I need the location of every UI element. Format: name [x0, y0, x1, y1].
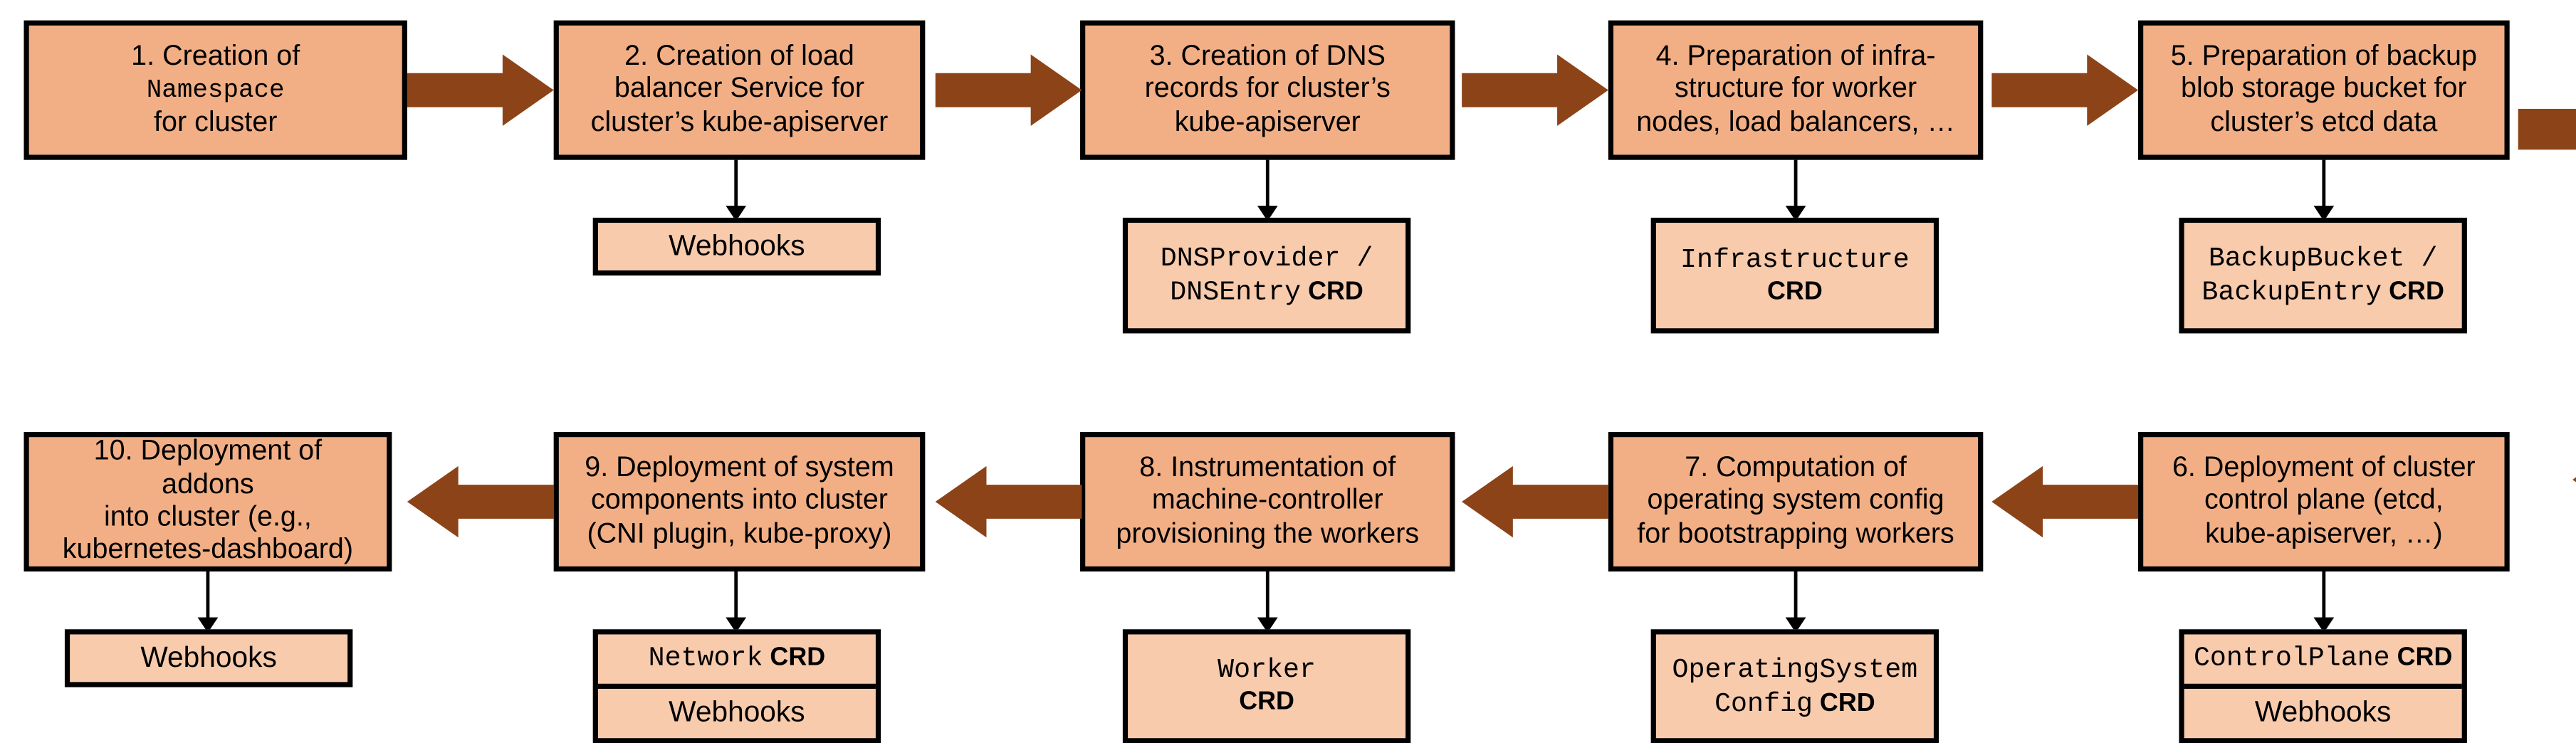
step-2-text: 2. Creation of load balancer Service for… — [590, 40, 889, 137]
connector-line-step-9 — [734, 571, 738, 628]
resource-box-backupbucket-crd[interactable]: BackupBucket / BackupEntry CRD — [2179, 217, 2467, 334]
resource-segment-worker: Worker CRD — [1218, 655, 1316, 717]
connector-line-step-6 — [2322, 571, 2326, 628]
flow-arrow-2-to-3-icon — [935, 54, 1082, 126]
connector-line-step-2 — [734, 159, 738, 216]
resource-box-worker-crd[interactable]: Worker CRD — [1122, 629, 1411, 743]
connector-arrowhead-step-4 — [1785, 206, 1806, 221]
connector-line-step-3 — [1265, 159, 1269, 216]
step-box-3[interactable]: 3. Creation of DNS records for cluster’s… — [1080, 20, 1455, 160]
connector-line-step-5 — [2322, 159, 2326, 216]
resource-segment-osc: OperatingSystem Config CRD — [1672, 653, 1918, 719]
step-8-text: 8. Instrumentation of machine-controller… — [1116, 452, 1420, 549]
flow-arrow-7-to-8-icon — [1462, 465, 1608, 538]
resource-segment-controlplane-webhooks: Webhooks — [2184, 683, 2462, 739]
resource-box-webhooks-step-10[interactable]: Webhooks — [64, 629, 353, 687]
connector-line-step-8 — [1265, 571, 1269, 628]
resource-segment-network-crd: Network CRD — [648, 643, 826, 675]
connector-arrowhead-step-7 — [1785, 617, 1806, 633]
resource-box-controlplane-crd[interactable]: ControlPlane CRD Webhooks — [2179, 629, 2467, 743]
resource-segment-backup: BackupBucket / BackupEntry CRD — [2201, 243, 2444, 308]
step-box-2[interactable]: 2. Creation of load balancer Service for… — [553, 20, 926, 160]
step-7-text: 7. Computation of operating system confi… — [1637, 452, 1954, 549]
step-4-text: 4. Preparation of infra- structure for w… — [1636, 40, 1955, 137]
step-3-text: 3. Creation of DNS records for cluster’s… — [1144, 40, 1391, 137]
step-9-text: 9. Deployment of system components into … — [585, 452, 894, 549]
resource-box-infrastructure-crd[interactable]: Infrastructure CRD — [1650, 217, 1939, 334]
connector-line-step-7 — [1794, 571, 1798, 628]
flow-arrow-1-to-2-icon — [407, 54, 554, 126]
step-box-10[interactable]: 10. Deployment of addons into cluster (e… — [23, 432, 392, 572]
resource-segment-webhooks-10: Webhooks — [140, 641, 277, 673]
connector-arrowhead-step-10 — [197, 617, 219, 633]
connector-arrowhead-step-6 — [2313, 617, 2335, 633]
connector-line-step-10 — [206, 571, 210, 628]
resource-box-webhooks-step-2[interactable]: Webhooks — [592, 217, 881, 276]
flow-arrow-3-to-4-icon — [1462, 54, 1608, 126]
step-6-text: 6. Deployment of cluster control plane (… — [2172, 452, 2476, 549]
flow-arrow-5-to-6-icon — [2518, 54, 2576, 510]
resource-segment-infrastructure: Infrastructure CRD — [1680, 244, 1910, 306]
step-box-1[interactable]: 1. Creation of Namespace for cluster — [23, 20, 407, 160]
resource-segment-dns: DNSProvider / DNSEntry CRD — [1160, 243, 1373, 308]
step-box-9[interactable]: 9. Deployment of system components into … — [553, 432, 926, 572]
step-box-6[interactable]: 6. Deployment of cluster control plane (… — [2138, 432, 2510, 572]
step-5-text: 5. Preparation of backup blob storage bu… — [2170, 40, 2477, 137]
connector-arrowhead-step-8 — [1257, 617, 1278, 633]
resource-segment-webhooks: Webhooks — [669, 229, 805, 262]
flow-arrow-9-to-10-icon — [407, 465, 554, 538]
step-box-8[interactable]: 8. Instrumentation of machine-controller… — [1080, 432, 1455, 572]
step-10-text: 10. Deployment of addons into cluster (e… — [62, 435, 354, 566]
step-box-4[interactable]: 4. Preparation of infra- structure for w… — [1608, 20, 1984, 160]
connector-arrowhead-step-3 — [1257, 206, 1278, 221]
step-box-5[interactable]: 5. Preparation of backup blob storage bu… — [2138, 20, 2510, 160]
flow-arrow-6-to-7-icon — [1991, 465, 2139, 538]
connector-arrowhead-step-5 — [2313, 206, 2335, 221]
connector-line-step-4 — [1794, 159, 1798, 216]
step-box-7[interactable]: 7. Computation of operating system confi… — [1608, 432, 1984, 572]
resource-box-operatingsystemconfig-crd[interactable]: OperatingSystem Config CRD — [1650, 629, 1939, 743]
step-1-text: 1. Creation of Namespace for cluster — [131, 40, 300, 138]
flow-arrow-4-to-5-icon — [1991, 54, 2139, 126]
connector-arrowhead-step-9 — [726, 617, 747, 633]
resource-box-dns-crd[interactable]: DNSProvider / DNSEntry CRD — [1122, 217, 1411, 334]
connector-arrowhead-step-2 — [726, 206, 747, 221]
resource-box-network-crd[interactable]: Network CRD Webhooks — [592, 629, 881, 743]
resource-segment-controlplane-crd: ControlPlane CRD — [2193, 643, 2453, 675]
flow-arrow-8-to-9-icon — [935, 465, 1082, 538]
resource-segment-network-webhooks: Webhooks — [597, 683, 876, 739]
